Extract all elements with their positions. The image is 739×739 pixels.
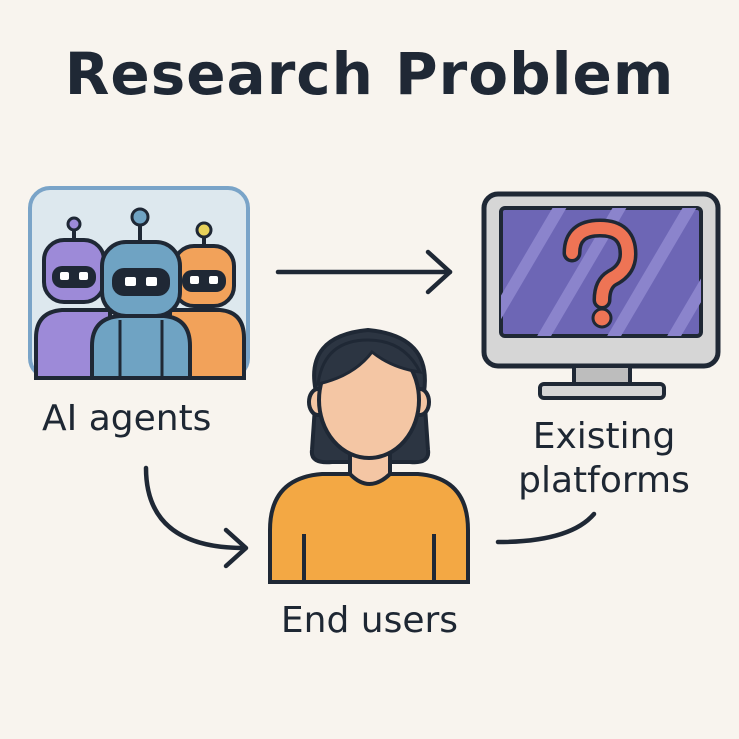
robots-icon — [28, 186, 250, 380]
robot-purple — [34, 216, 112, 380]
robot-orange — [168, 221, 246, 380]
label-existing-platforms: Existing platforms — [494, 415, 714, 503]
arrow-agents-to-platforms — [275, 249, 453, 295]
diagram-title: Research Problem — [64, 40, 675, 108]
monitor-question-icon — [481, 191, 721, 400]
label-ai-agents: AI agents — [42, 398, 212, 439]
question-mark-icon — [562, 218, 638, 329]
person-icon — [268, 327, 470, 584]
connector-platforms-to-users — [495, 511, 597, 545]
arrow-agents-to-users — [143, 465, 249, 569]
label-existing-platforms-line1: Existing — [532, 416, 676, 457]
label-existing-platforms-line2: platforms — [518, 460, 690, 501]
robot-blue — [90, 207, 192, 380]
label-end-users: End users — [280, 600, 459, 641]
